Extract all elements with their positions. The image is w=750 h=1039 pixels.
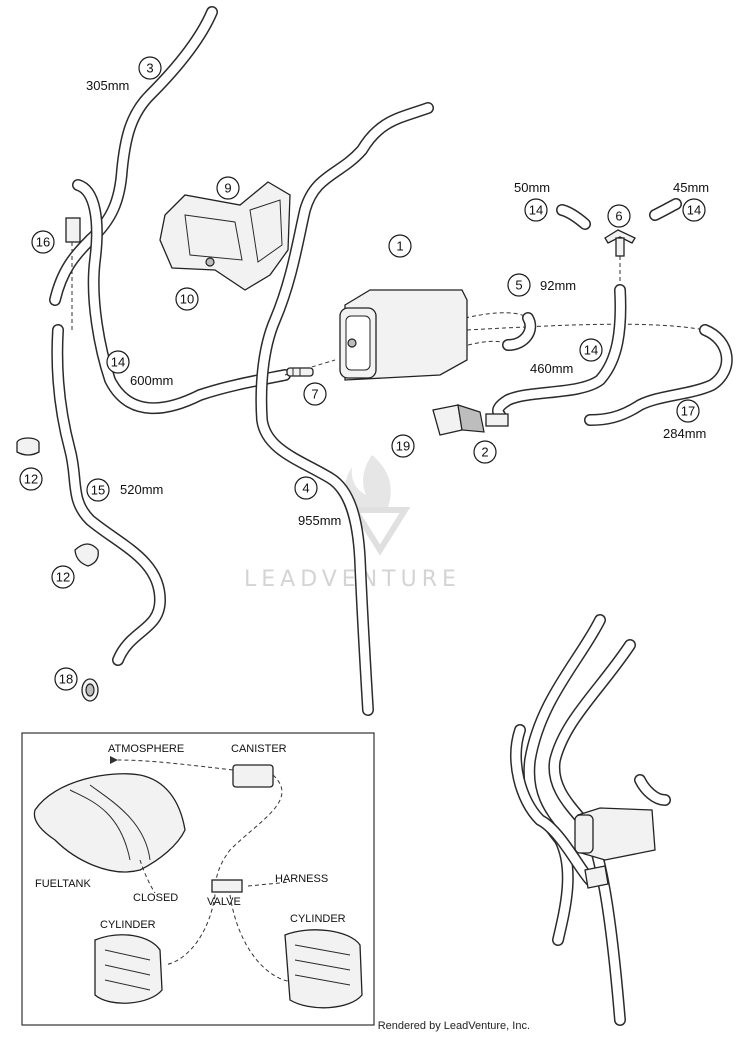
length-label-460mm: 460mm: [530, 361, 573, 376]
inset-cylinder-left-shape: [94, 934, 163, 1004]
clamp-16: [65, 217, 81, 330]
inset-label-closed: CLOSED: [133, 892, 178, 904]
length-label-520mm: 520mm: [120, 482, 163, 497]
svg-text:19: 19: [396, 439, 410, 454]
clamp-12-spring: [74, 543, 99, 567]
dashed-line-5: [464, 312, 529, 319]
connector-7: [286, 367, 314, 377]
inset-label-canister: CANISTER: [231, 743, 287, 755]
svg-text:14: 14: [687, 203, 701, 218]
callout-12-top: 12: [19, 467, 43, 491]
svg-text:3: 3: [146, 61, 153, 76]
callout-12-bottom: 12: [51, 565, 75, 589]
short-hose-45mm: [649, 198, 682, 221]
dashed-line-17: [466, 323, 706, 331]
callout-2: 2: [473, 440, 497, 464]
svg-text:17: 17: [681, 404, 695, 419]
canister: [339, 289, 468, 381]
callout-6: 6: [607, 204, 631, 228]
inset-label-valve: VALVE: [207, 896, 241, 908]
watermark-text: LEADVENTURE: [244, 567, 461, 592]
callout-14-600mm: 14: [106, 350, 130, 374]
callout-16: 16: [31, 230, 55, 254]
y-piece-6: [604, 229, 636, 257]
hose-5: [502, 312, 537, 351]
svg-text:4: 4: [302, 481, 309, 496]
svg-text:10: 10: [180, 292, 194, 307]
svg-text:1: 1: [396, 239, 403, 254]
svg-text:6: 6: [615, 209, 622, 224]
inset-box: ATMOSPHERE CANISTER FUELTANK CLOSED VALV…: [21, 732, 375, 1026]
svg-text:9: 9: [224, 181, 231, 196]
assembled-view: [510, 614, 671, 1026]
length-label-600mm: 600mm: [130, 373, 173, 388]
svg-text:15: 15: [91, 483, 105, 498]
callout-15: 15: [86, 478, 110, 502]
length-label-284mm: 284mm: [663, 426, 706, 441]
length-label-955mm: 955mm: [298, 513, 341, 528]
inset-canister-shape: [232, 764, 274, 788]
inset-label-atmosphere: ATMOSPHERE: [108, 743, 184, 755]
length-label-50mm: 50mm: [514, 180, 550, 195]
hose-3: [49, 6, 218, 306]
inset-label-cylinder-left: CYLINDER: [100, 919, 156, 931]
callout-1: 1: [388, 234, 412, 258]
hose-14-460mm: [492, 284, 627, 421]
callout-5: 5: [507, 273, 531, 297]
hose-15: [51, 324, 166, 666]
hose-17: [584, 324, 733, 426]
inset-valve-shape: [211, 879, 243, 893]
callout-10: 10: [175, 287, 199, 311]
callout-14-45mm: 14: [682, 198, 706, 222]
footer-credit: Rendered by LeadVenture, Inc.: [377, 1020, 530, 1032]
callout-17: 17: [676, 399, 700, 423]
callout-19: 19: [391, 434, 415, 458]
short-hose-50mm: [556, 204, 591, 230]
svg-text:2: 2: [481, 445, 488, 460]
clamp-12-ring: [16, 437, 40, 456]
callout-3: 3: [138, 56, 162, 80]
svg-text:18: 18: [59, 672, 73, 687]
svg-text:12: 12: [24, 472, 38, 487]
grommet-18: [81, 678, 99, 702]
length-label-45mm: 45mm: [673, 180, 709, 195]
watermark: LEADVENTURE: [244, 455, 461, 592]
svg-text:14: 14: [111, 355, 125, 370]
watermark-flame-icon: [344, 455, 391, 507]
inset-label-cylinder-right: CYLINDER: [290, 913, 346, 925]
svg-text:16: 16: [36, 235, 50, 250]
callout-18: 18: [54, 667, 78, 691]
hose-14-600mm: [72, 179, 291, 415]
svg-text:14: 14: [529, 203, 543, 218]
callout-14-50mm: 14: [524, 198, 548, 222]
length-label-305mm: 305mm: [86, 78, 129, 93]
watermark-arrow-icon: [349, 507, 411, 556]
svg-text:14: 14: [584, 343, 598, 358]
valve-19: [432, 404, 509, 436]
length-label-92mm: 92mm: [540, 278, 576, 293]
callout-14-460mm: 14: [579, 338, 603, 362]
atmosphere-arrow-icon: [110, 756, 118, 764]
callout-4: 4: [294, 476, 318, 500]
hose-4: [255, 102, 434, 716]
inset-cylinder-right-shape: [284, 929, 363, 1009]
callout-9: 9: [216, 176, 240, 200]
svg-text:12: 12: [56, 570, 70, 585]
dashed-line-14b: [467, 340, 509, 346]
bracket-9: [159, 181, 291, 291]
callout-7: 7: [303, 382, 327, 406]
inset-label-harness: HARNESS: [275, 873, 328, 885]
svg-text:7: 7: [311, 387, 318, 402]
svg-text:5: 5: [515, 278, 522, 293]
inset-label-fueltank: FUELTANK: [35, 878, 91, 890]
